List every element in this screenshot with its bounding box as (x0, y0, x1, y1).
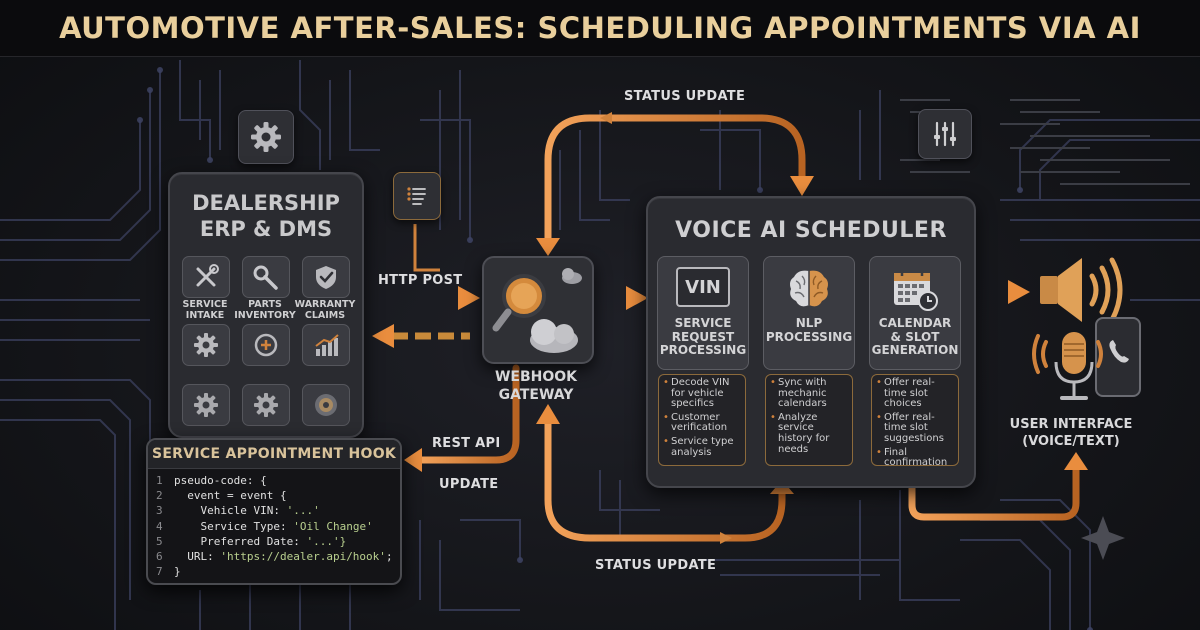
erp-analytics-tile[interactable] (302, 324, 350, 366)
service-appointment-hook-panel: SERVICE APPOINTMENT HOOK 1 pseudo-code: {… (146, 438, 402, 585)
bar-chart-icon (315, 334, 339, 356)
user-interface-label: USER INTERFACE(VOICE/TEXT) (1009, 417, 1133, 449)
erp-title: DEALERSHIP ERP & DMS (170, 190, 362, 242)
brain-icon (790, 270, 828, 307)
hook-title: SERVICE APPOINTMENT HOOK (148, 440, 400, 469)
list-item: Offer real-time slot choices (876, 377, 954, 410)
code-text: } (174, 565, 181, 579)
settings-tile (238, 110, 294, 164)
code-line: 2 event = event { (156, 488, 400, 503)
code-text: Vehicle VIN: (174, 504, 287, 518)
line-number: 1 (156, 474, 163, 487)
update-label: UPDATE (439, 477, 499, 492)
details-calendar: Offer real-time slot choices Offer real-… (871, 374, 959, 469)
code-text: pseudo-code: { (174, 474, 267, 487)
gear-icon (254, 393, 278, 417)
line-number: 4 (156, 519, 163, 533)
warranty-claims-module[interactable] (302, 256, 350, 298)
line-number: 3 (156, 504, 163, 518)
list-item: Sync with mechanic calendars (770, 377, 848, 410)
code-string: '...'} (306, 534, 347, 548)
settings-sliders-tile (918, 109, 972, 159)
erp-system-tile[interactable] (242, 384, 290, 426)
add-cycle-icon (254, 333, 278, 357)
shield-check-icon (316, 266, 336, 289)
code-text: Preferred Date: (174, 534, 307, 548)
code-string: '...' (286, 504, 320, 518)
line-number: 5 (156, 534, 163, 548)
document-tile (393, 172, 441, 220)
microphone-phone-icon (1032, 317, 1141, 400)
code-text: URL: (174, 550, 221, 564)
code-line: 4 Service Type: 'Oil Change' (156, 519, 400, 534)
erp-add-tile[interactable] (242, 324, 290, 366)
erp-title-line2: ERP & DMS (199, 217, 333, 241)
speaker-icon (1040, 257, 1123, 323)
list-item: Final confirmation (876, 447, 954, 469)
code-string: 'Oil Change' (293, 519, 373, 533)
http-post-label: HTTP POST (378, 273, 463, 288)
wheel-icon (315, 394, 337, 416)
erp-settings-tile[interactable] (182, 324, 230, 366)
erp-wheel-tile[interactable] (302, 384, 350, 426)
code-line: 3 Vehicle VIN: '...' (156, 503, 400, 518)
code-line: 7} (156, 564, 400, 579)
rest-api-label: REST API (432, 436, 501, 451)
code-line: 6 URL: 'https://dealer.api/hook'; (156, 549, 400, 564)
document-list-icon (407, 187, 426, 205)
line-number: 7 (156, 565, 163, 579)
list-item: Offer real-time slot suggestions (876, 412, 954, 445)
line-number: 6 (156, 550, 163, 564)
scheduler-title: VOICE AI SCHEDULER (675, 218, 947, 243)
status-update-top-label: STATUS UPDATE (624, 89, 746, 104)
list-item: Analyze service history for needs (770, 412, 848, 455)
list-item: Decode VIN for vehicle specifics (663, 377, 741, 410)
list-item: Customer verification (663, 412, 741, 434)
gear-icon (251, 122, 281, 152)
status-update-bottom-label: STATUS UPDATE (595, 558, 717, 573)
erp-config-tile[interactable] (182, 384, 230, 426)
code-line: 1 pseudo-code: { (156, 473, 400, 488)
magnifier-cloud-icon (492, 268, 582, 353)
details-nlp: Sync with mechanic calendars Analyze ser… (765, 374, 853, 466)
vin-icon: VIN (676, 267, 730, 307)
line-number: 2 (156, 489, 163, 503)
tools-icon (196, 264, 219, 287)
parts-inventory-module[interactable] (242, 256, 290, 298)
service-intake-module[interactable] (182, 256, 230, 298)
sliders-icon (934, 121, 956, 147)
webhook-gateway-box[interactable] (482, 256, 594, 364)
code-tail: ; (385, 550, 393, 564)
wrench-gear-icon (253, 265, 278, 290)
details-service-request: Decode VIN for vehicle specifics Custome… (658, 374, 746, 466)
code-line: 5 Preferred Date: '...'} (156, 534, 400, 549)
code-string: 'https://dealer.api/hook' (220, 550, 386, 564)
code-text: event = event { (174, 489, 287, 503)
page-title: AUTOMOTIVE AFTER-SALES: SCHEDULING APPOI… (59, 11, 1141, 45)
gear-icon (194, 333, 218, 357)
erp-title-line1: DEALERSHIP (192, 191, 340, 215)
sparkle-icon (1081, 516, 1125, 560)
list-item: Service type analysis (663, 436, 741, 458)
gear-icon (194, 393, 218, 417)
code-text: Service Type: (174, 519, 294, 533)
calendar-clock-icon (894, 270, 938, 311)
title-bar: AUTOMOTIVE AFTER-SALES: SCHEDULING APPOI… (0, 0, 1200, 57)
